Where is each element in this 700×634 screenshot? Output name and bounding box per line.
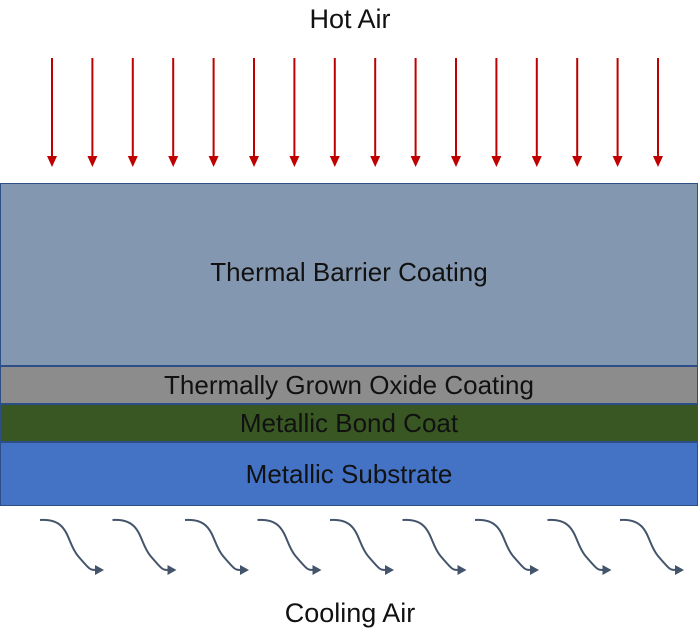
hot-air-label: Hot Air xyxy=(309,4,391,34)
hot-air-arrow xyxy=(87,58,98,167)
cooling-air-arrow xyxy=(402,518,467,575)
hot-air-arrow xyxy=(653,58,663,167)
hot-air-arrow xyxy=(572,58,583,167)
cooling-air-label: Cooling Air xyxy=(284,598,416,628)
cooling-air-arrow xyxy=(619,518,684,575)
cooling-air-arrow xyxy=(547,518,612,575)
cooling-air-arrow xyxy=(39,518,104,575)
hot-air-arrow xyxy=(329,58,340,167)
hot-air-arrow xyxy=(491,58,502,167)
thermally-grown-oxide-label: Thermally Grown Oxide Coating xyxy=(164,369,534,400)
hot-air-arrow xyxy=(370,58,381,167)
hot-air-arrow xyxy=(410,58,421,167)
cooling-air-arrow xyxy=(257,518,322,575)
hot-air-arrow xyxy=(451,58,461,167)
hot-air-arrows xyxy=(47,58,663,167)
thermal-barrier-coating-layer: Thermal Barrier Coating xyxy=(0,183,698,366)
metallic-substrate-layer: Metallic Substrate xyxy=(0,442,698,506)
thermally-grown-oxide-layer: Thermally Grown Oxide Coating xyxy=(0,366,698,404)
hot-air-arrow xyxy=(531,58,542,167)
hot-air-arrow xyxy=(289,58,300,167)
cooling-air-arrows xyxy=(39,518,684,575)
cooling-air-arrow xyxy=(112,518,177,575)
metallic-substrate-label: Metallic Substrate xyxy=(245,458,453,489)
thermal-barrier-coating-label: Thermal Barrier Coating xyxy=(210,256,488,287)
hot-air-arrow xyxy=(47,58,57,167)
cooling-air-arrow xyxy=(329,518,394,575)
hot-air-arrow xyxy=(168,58,179,167)
hot-air-arrow xyxy=(127,58,138,167)
hot-air-arrow xyxy=(612,58,623,167)
hot-air-arrow xyxy=(249,58,259,167)
cooling-air-arrow xyxy=(184,518,249,575)
metallic-bond-coat-layer: Metallic Bond Coat xyxy=(0,404,698,442)
cooling-air-arrow xyxy=(474,518,539,575)
hot-air-arrow xyxy=(208,58,219,167)
metallic-bond-coat-label: Metallic Bond Coat xyxy=(239,407,459,438)
